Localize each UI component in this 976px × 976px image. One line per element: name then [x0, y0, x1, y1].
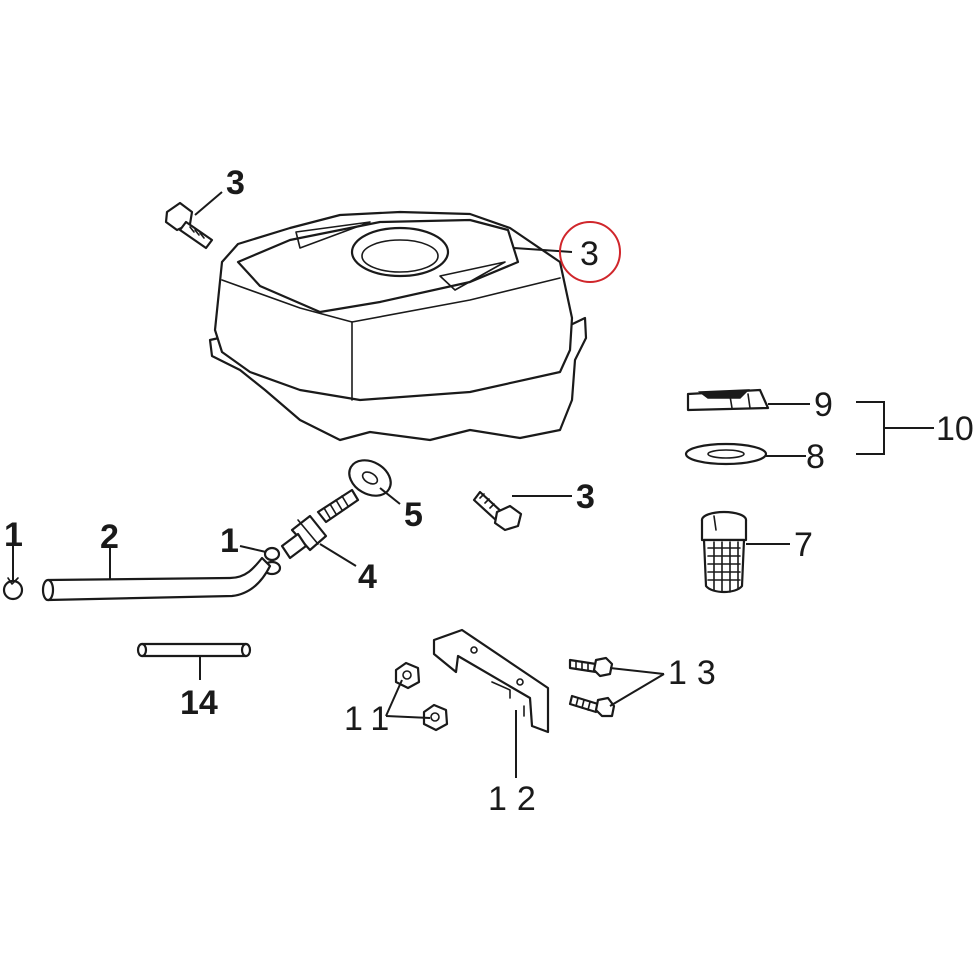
- bracket-bolt-upper[interactable]: [568, 656, 614, 678]
- leader-nut: [385, 679, 431, 719]
- callout-bracket: 12: [488, 780, 546, 818]
- leader-tank-bolt-top: [194, 191, 223, 216]
- bracket-bolt-lower[interactable]: [568, 694, 616, 718]
- leader-fuel-valve: [319, 543, 357, 567]
- fuel-valve[interactable]: [280, 488, 360, 560]
- callout-tank-bolt-bottom: 3: [576, 478, 595, 516]
- leader-clip-middle: [239, 545, 267, 553]
- leader-bracket-bolt: [609, 667, 665, 707]
- callout-filter-screen: 7: [794, 526, 813, 564]
- seal-cap[interactable]: [686, 388, 770, 412]
- callout-clip-left: 1: [4, 516, 23, 554]
- callout-short-hose: 14: [180, 684, 218, 722]
- filter-screen[interactable]: [700, 510, 748, 594]
- leader-valve-washer: [379, 487, 401, 505]
- callout-valve-washer: 5: [404, 496, 423, 534]
- washer-8[interactable]: [684, 442, 768, 466]
- leader-lines: [12, 191, 934, 778]
- leader-cap-assembly: [856, 401, 934, 455]
- valve-washer[interactable]: [343, 453, 397, 503]
- callout-seal-cap: 9: [814, 386, 833, 424]
- callout-tank-bolt-top: 3: [226, 164, 245, 202]
- tank-bolt-bottom[interactable]: [472, 490, 523, 532]
- callout-washer: 8: [806, 438, 825, 476]
- clip-left[interactable]: [2, 577, 24, 601]
- nut-lower[interactable]: [422, 703, 449, 732]
- callout-labels: 3 3 3 9 8 10 7 4 5 1 1 2 14 11 12 13: [4, 164, 974, 818]
- short-hose[interactable]: [136, 642, 252, 658]
- callout-fuel-valve: 4: [358, 558, 377, 596]
- tank-bolt-top[interactable]: [164, 201, 214, 250]
- callout-nut: 11: [344, 700, 399, 738]
- bracket[interactable]: [432, 628, 550, 734]
- fuel-hose[interactable]: [41, 556, 272, 602]
- callout-tank-highlighted: 3: [580, 235, 599, 273]
- highlight-circle: [559, 221, 621, 283]
- leader-tank: [513, 247, 573, 253]
- fuel-tank[interactable]: [208, 210, 588, 442]
- callout-fuel-hose: 2: [100, 518, 119, 556]
- callout-clip-middle: 1: [220, 522, 239, 560]
- callout-cap-assembly: 10: [936, 410, 974, 448]
- callout-bracket-bolt: 13: [668, 654, 726, 692]
